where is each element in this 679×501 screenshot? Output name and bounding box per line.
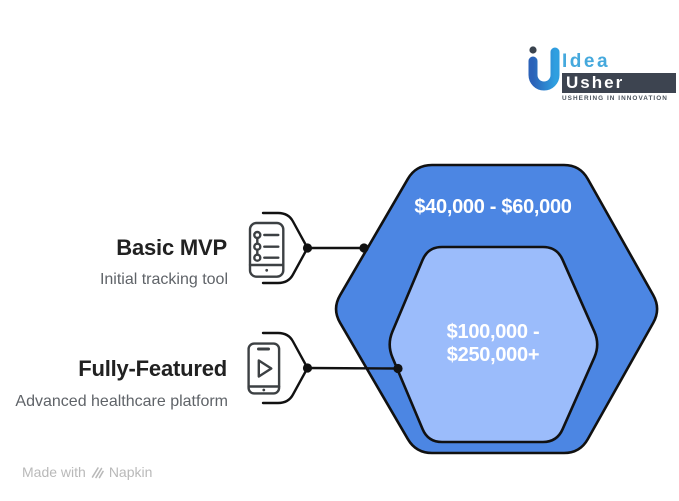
napkin-brand-text: Napkin (108, 464, 153, 480)
connector-dot (302, 243, 313, 253)
idea-usher-logo-mark-icon (528, 46, 560, 91)
logo-tagline: USHERING IN INNOVATION (562, 95, 668, 102)
connector-dot (393, 363, 403, 374)
outer-hexagon-label: $40,000 - $60,000 (414, 196, 572, 218)
inner-hexagon-label-line2: $250,000+ (446, 344, 540, 366)
item-title-basic-mvp: Basic MVP (116, 235, 227, 260)
inner-hexagon-label: $100,000 - $250,000+ (393, 321, 593, 367)
item-title-fully-featured: Fully-Featured (78, 356, 227, 381)
connector-dot (359, 243, 369, 253)
logo-brand-bottom-badge: Usher (562, 73, 676, 93)
tracking-list-phone-icon (248, 221, 285, 278)
connector-dot (302, 363, 313, 373)
logo-brand-top: Idea (562, 51, 611, 72)
idea-usher-logo-text: Idea Usher USHERING IN INNOVATION (562, 52, 678, 102)
item-subtitle-fully-featured: Advanced healthcare platform (15, 393, 228, 410)
connector-line (306, 366, 400, 370)
inner-hexagon-label-line1: $100,000 - (446, 321, 540, 343)
inner-hexagon-shape (388, 245, 599, 444)
play-phone-icon (247, 342, 281, 395)
item-subtitle-basic-mvp: Initial tracking tool (99, 271, 228, 288)
made-with-text: Made with (22, 464, 86, 480)
napkin-pen-icon (91, 466, 104, 478)
idea-usher-logo: Idea Usher USHERING IN INNOVATION (524, 43, 679, 103)
made-with-napkin-attribution: Made with Napkin (22, 464, 152, 480)
